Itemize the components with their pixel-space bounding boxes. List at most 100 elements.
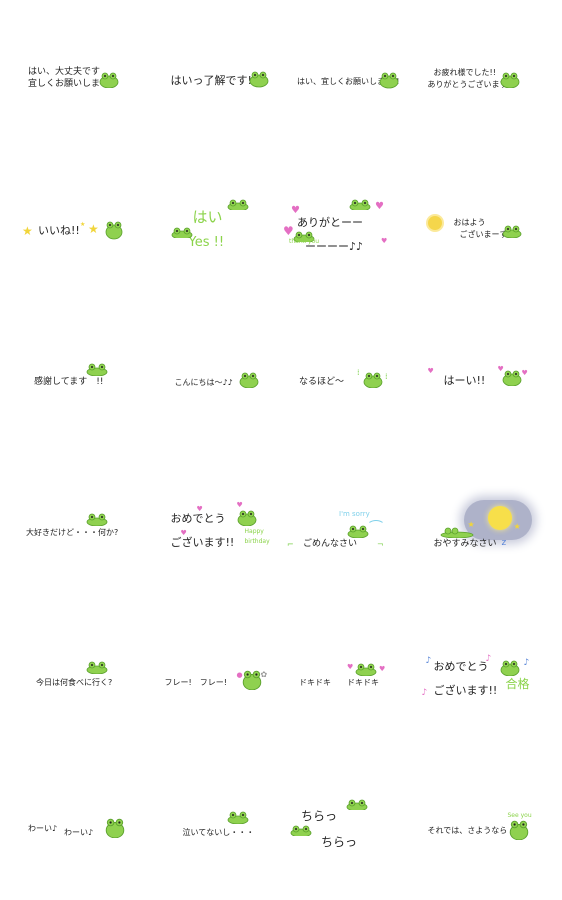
star-icon: ★ — [513, 522, 521, 531]
sparkle-icon: ⁞ — [357, 368, 360, 377]
frog-icon — [363, 372, 383, 388]
frog-icon — [105, 818, 125, 838]
frog-icon — [502, 225, 521, 238]
sticker-text: それでは、さようなら — [427, 826, 508, 835]
sticker-text-line1: ありがとーー — [297, 216, 363, 229]
sticker-text: おやすみなさい — [433, 539, 497, 549]
sticker-gomen[interactable]: I'm sorry ⌐ ごめんなさい ¬ — [281, 450, 422, 600]
thank-you-label: thank you — [289, 238, 320, 245]
frog-icon — [99, 72, 119, 88]
frog-icon — [379, 72, 399, 89]
heart-icon: ♥ — [291, 205, 300, 216]
sticker-text: 泣いてないし・・・ — [182, 828, 255, 837]
sun-icon — [427, 216, 442, 230]
pompom-icon: ● — [236, 671, 243, 679]
heart-icon: ♥ — [196, 505, 203, 513]
sticker-text-line2: ーーーー♪♪ — [305, 240, 364, 253]
sticker-text-line1: ちらっ — [301, 809, 338, 823]
frog-icon — [227, 811, 248, 824]
sticker-naitenai[interactable]: 泣いてないし・・・ — [141, 750, 282, 900]
frog-icon — [509, 820, 528, 840]
sticker-text: ドキドキ ドキドキ — [299, 678, 379, 687]
zzz-icon: z — [501, 538, 507, 548]
star-icon: ★ — [80, 221, 86, 228]
moon-icon — [487, 506, 512, 530]
sticker-sayounara[interactable]: それでは、さようなら See you — [422, 750, 562, 900]
sticker-text: 感謝してます !! — [34, 377, 104, 387]
pompom-icon: ✿ — [260, 670, 268, 679]
sticker-kansha[interactable]: 感謝してます !! — [0, 300, 141, 450]
sticker-daisuki[interactable]: 大好きだけど・・・何か? — [0, 450, 141, 600]
frog-icon — [349, 199, 371, 210]
sticker-omedetou[interactable]: ♥ ♥ おめでとう ♥ Happy ございます!! birthday — [141, 450, 282, 600]
sticker-text-line2: ございます!! — [170, 536, 235, 549]
sticker-text-line2: わーい♪ — [64, 828, 94, 837]
sticker-text: ごめんなさい — [303, 539, 358, 549]
sticker-hai-ryoukai[interactable]: はいっ了解です!! — [141, 0, 282, 150]
sticker-hai-yoroshiku[interactable]: はい、宜しくお願いします!! — [281, 0, 422, 150]
sticker-text: なるほど〜 — [299, 377, 345, 387]
frog-icon — [86, 363, 108, 376]
star-icon: ★ — [467, 520, 475, 529]
sticker-otsukaresama[interactable]: お疲れ様でした!! ありがとうございます — [422, 0, 562, 150]
birthday-label: birthday — [244, 538, 270, 545]
sticker-text-line1: おめでとう — [170, 512, 226, 525]
music-note-icon: ♪ — [421, 688, 428, 698]
frog-icon — [171, 227, 192, 238]
frog-icon — [500, 72, 519, 88]
sticker-kyou-nani[interactable]: 今日は何食べに行く? — [0, 600, 141, 750]
sticker-dokidoki[interactable]: ♥ ♥ ドキドキ ドキドキ — [281, 600, 422, 750]
frog-icon — [227, 199, 248, 210]
sticker-text: いいね!! — [38, 224, 80, 237]
heart-icon: ♥ — [381, 237, 388, 245]
sticker-text-line2: ございまーす — [459, 230, 508, 239]
sweat-icon: ⌐ — [287, 540, 294, 549]
frog-icon — [86, 661, 108, 674]
frog-icon — [440, 527, 473, 538]
frog-icon — [86, 513, 108, 526]
sticker-text-line1: おめでとう — [433, 660, 489, 673]
sticker-naruhodo[interactable]: なるほど〜 ⁞ ⁞ — [281, 300, 422, 450]
sticker-konnichiwa[interactable]: こんにちは〜♪♪ — [141, 300, 282, 450]
sticker-text-line1: わーい♪ — [28, 824, 58, 833]
sticker-haai[interactable]: ♥ はーい!! ♥ ♥ — [422, 300, 562, 450]
frog-icon — [105, 221, 123, 240]
heart-icon: ♥ — [427, 367, 434, 375]
heart-icon: ♥ — [375, 201, 384, 212]
sticker-hai-yes[interactable]: はい Yes !! — [141, 150, 282, 300]
happy-label: Happy — [244, 528, 264, 535]
star-icon: ★ — [22, 224, 33, 238]
sticker-goukaku[interactable]: ♪ おめでとう ♪ ♪ 合格 ♪ ございます!! — [422, 600, 562, 750]
sticker-iine[interactable]: ★ いいね!! ★ ★ — [0, 150, 141, 300]
sticker-text-line1: はい、大丈夫です — [28, 67, 101, 77]
music-note-icon: ♪ — [485, 654, 492, 664]
sticker-fure[interactable]: フレー! フレー! ● ✿ — [141, 600, 282, 750]
sticker-waai[interactable]: わーい♪ わーい♪ — [0, 750, 141, 900]
sticker-hai-daijoubu[interactable]: はい、大丈夫です 宜しくお願いします♪ — [0, 0, 141, 150]
frog-icon — [355, 663, 377, 676]
sticker-ohayou[interactable]: おはよう ございまーす — [422, 150, 562, 300]
frog-icon — [293, 231, 315, 242]
sticker-text: 今日は何食べに行く? — [36, 678, 113, 687]
sticker-text-line2: ちらっ — [321, 835, 358, 849]
frog-icon — [237, 510, 256, 526]
heart-icon: ♥ — [347, 663, 354, 671]
star-icon: ★ — [88, 222, 99, 236]
sticker-oyasumi[interactable]: ★ ★ おやすみなさい z — [422, 450, 562, 600]
see-you-label: See you — [507, 812, 532, 819]
heart-icon: ♥ — [497, 365, 504, 373]
sticker-text: はーい!! — [443, 374, 486, 387]
sparkle-icon: ⁞ — [385, 372, 388, 381]
frog-icon — [346, 799, 368, 810]
sticker-chira[interactable]: ちらっ ちらっ — [281, 750, 422, 900]
sticker-text: はい、宜しくお願いします!! — [297, 77, 400, 86]
heart-icon: ♥ — [521, 369, 528, 377]
frog-icon — [347, 525, 369, 538]
frog-icon — [500, 660, 519, 676]
heart-icon: ♥ — [180, 529, 187, 537]
sticker-text-line2: 宜しくお願いします♪ — [28, 79, 115, 89]
sweat-icon: ¬ — [377, 540, 384, 549]
sticker-text: 大好きだけど・・・何か? — [26, 528, 119, 537]
sticker-arigatou[interactable]: ♥ ♥ ありがとーー ♥ thank you ーーーー♪♪ ♥ — [281, 150, 422, 300]
